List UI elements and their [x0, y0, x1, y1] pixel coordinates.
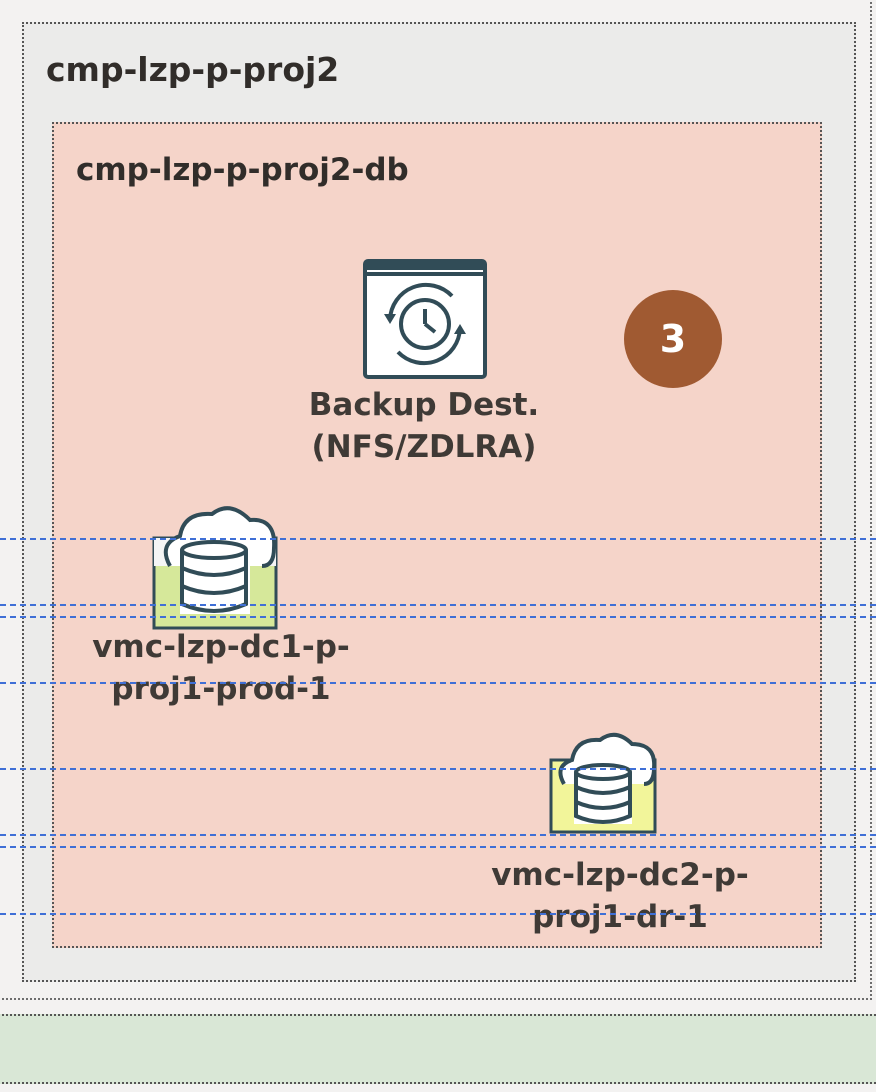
network-line — [0, 913, 876, 915]
network-line — [0, 538, 876, 540]
network-line — [0, 604, 876, 606]
database-cloud-icon — [549, 732, 657, 834]
outer-container-frame — [0, 0, 872, 1000]
bottom-compartment-band — [0, 1014, 876, 1084]
network-line — [0, 682, 876, 684]
network-line — [0, 768, 876, 770]
db-prod-label: vmc-lzp-dc1-p- proj1-prod-1 — [92, 629, 350, 707]
backup-destination-label: Backup Dest. (NFS/ZDLRA) — [308, 387, 540, 465]
db-dr-label: vmc-lzp-dc2-p- proj1-dr-1 — [491, 857, 749, 935]
network-line — [0, 846, 876, 848]
step-number-badge: 3 — [624, 290, 722, 388]
sub-compartment-title: cmp-lzp-p-proj2-db — [76, 152, 409, 188]
compartment-title: cmp-lzp-p-proj2 — [46, 50, 340, 89]
backup-destination-icon — [363, 259, 487, 379]
network-line — [0, 834, 876, 836]
network-line — [0, 616, 876, 618]
database-cloud-icon — [152, 506, 278, 630]
